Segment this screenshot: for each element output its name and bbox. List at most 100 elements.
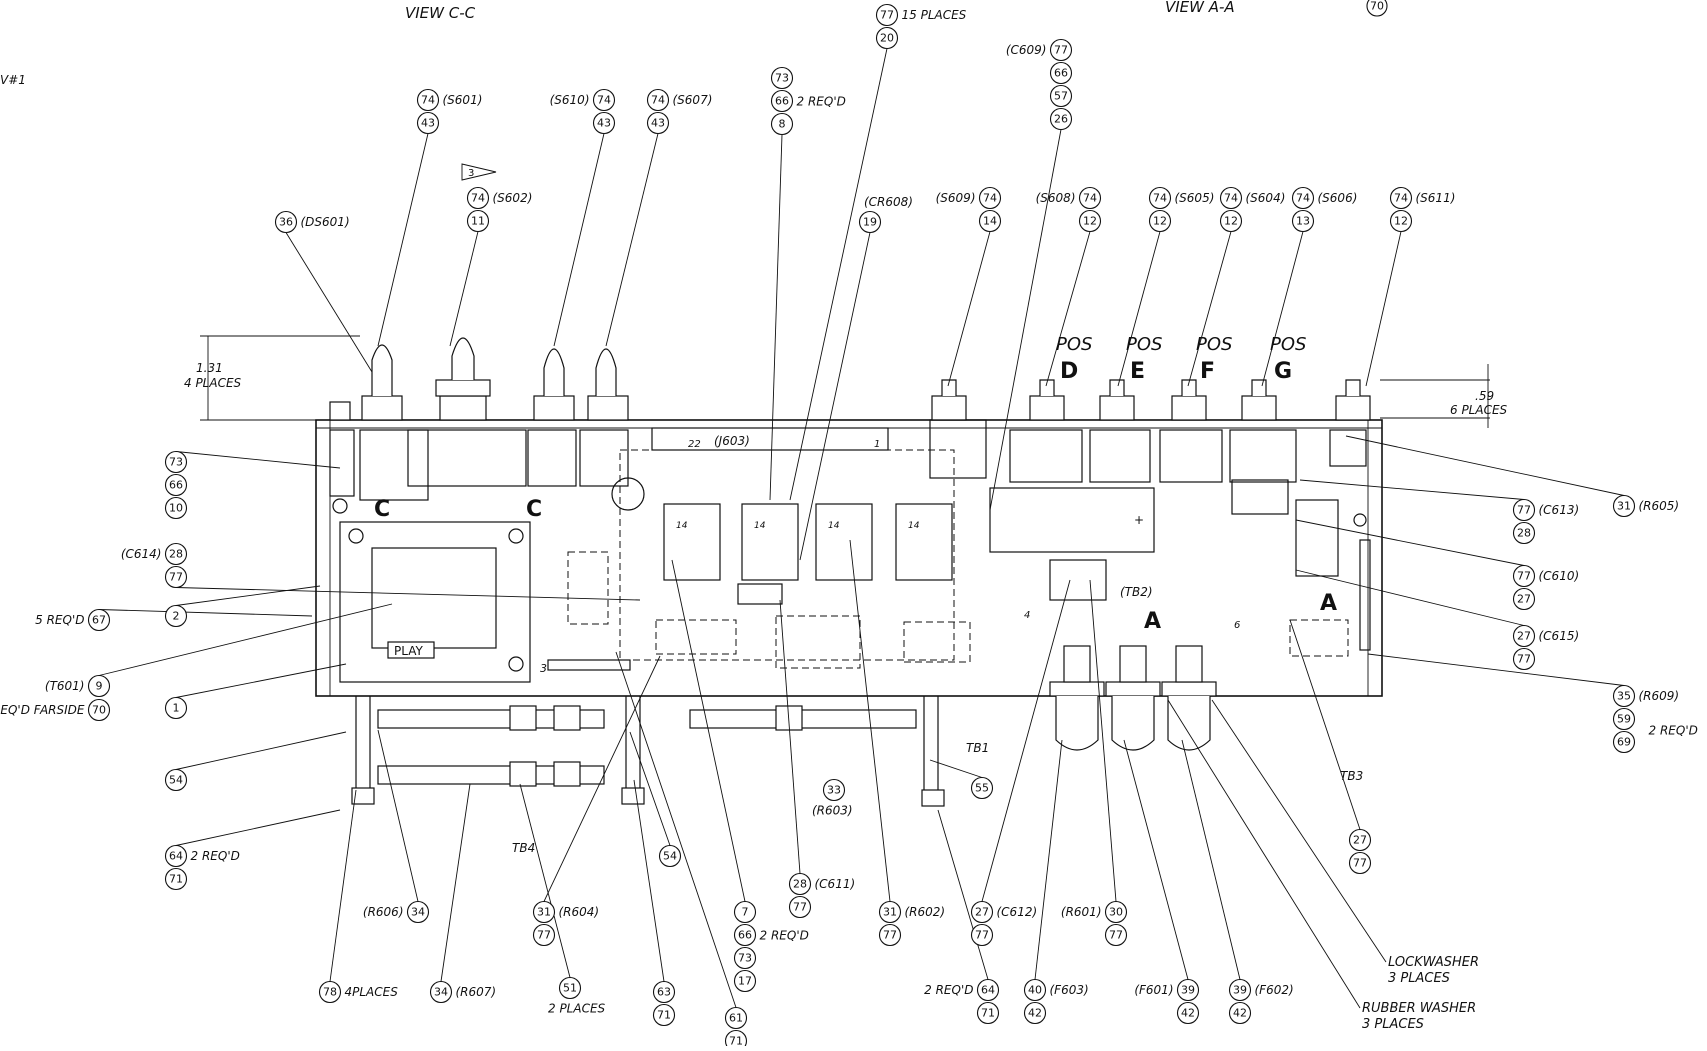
callout-number: 77	[975, 929, 989, 942]
callout-label: (CR608)	[864, 195, 913, 209]
callout-bubble	[1612, 707, 1636, 731]
dim-height-value: 1.31	[196, 361, 223, 375]
dim-height-note: 4 PLACES	[184, 376, 242, 390]
leader-line	[929, 759, 983, 778]
leader-line	[671, 559, 746, 902]
leader-line	[1261, 231, 1304, 387]
callout-number: 27	[1517, 593, 1531, 606]
callout-bubble	[164, 450, 188, 474]
leader-line	[629, 731, 671, 846]
plus-sign-icon: +	[1134, 513, 1144, 527]
note-flag-icon	[461, 163, 497, 181]
callout-bubble	[164, 768, 188, 792]
callout-bubble	[770, 112, 794, 136]
callout-number: 20	[880, 32, 894, 45]
callout-label: (S609)	[936, 191, 976, 205]
callout-number: 40	[1028, 984, 1042, 997]
leader-line	[1181, 739, 1241, 980]
callout-label: (S605)	[1175, 191, 1215, 205]
tb1-label: TB1	[966, 741, 989, 755]
callout-number: 74	[1394, 192, 1408, 205]
leader-lines	[98, 48, 1625, 1009]
callout-number: 42	[1233, 1007, 1247, 1020]
callout-number: 73	[775, 72, 789, 85]
callout-bubble	[1612, 494, 1636, 518]
leader-line	[1187, 231, 1232, 387]
callout-bubble	[429, 980, 453, 1004]
callout-label: (S607)	[673, 93, 713, 107]
callout-c21: 704REQ'D FARSIDE	[0, 698, 111, 722]
callout-bubble	[164, 604, 188, 628]
callout-bubble	[733, 969, 757, 993]
callout-number: 66	[738, 929, 752, 942]
callout-bubble	[976, 978, 1000, 1002]
callout-number: 77	[1517, 504, 1531, 517]
callout-bubble	[87, 698, 111, 722]
leader-line	[1034, 739, 1063, 980]
callout-label: 2 REQ'D	[191, 849, 240, 863]
callout-label: 2 PLACES	[548, 1002, 606, 1016]
leader-line	[789, 48, 888, 501]
callout-number: 67	[92, 614, 106, 627]
leader-line	[1299, 479, 1525, 500]
callout-number: 12	[1083, 215, 1097, 228]
callout-label: (T601)	[45, 679, 85, 693]
leader-line	[1345, 435, 1625, 496]
callout-number: 71	[729, 1035, 743, 1047]
callout-number: 77	[883, 929, 897, 942]
jack-housing	[1089, 429, 1151, 483]
resistor	[737, 583, 783, 605]
callout-bubble	[978, 186, 1002, 210]
callout-bubble	[1512, 587, 1536, 611]
callout-c30: 33 (R603)	[812, 778, 853, 818]
callout-label: (F601)	[1134, 983, 1173, 997]
callout-number: 2	[173, 610, 180, 623]
callout-label: (DS601)	[301, 215, 350, 229]
callout-extra: 2 REQ'D	[1649, 724, 1698, 738]
callout-bubble	[164, 844, 188, 868]
callout-number: 66	[775, 95, 789, 108]
leader-line	[1211, 699, 1387, 963]
leader-line	[329, 789, 357, 982]
callout-bubble	[1512, 498, 1536, 522]
callout-label: 4REQ'D FARSIDE	[0, 703, 85, 717]
callout-bubble	[875, 26, 899, 50]
callout-number: 77	[537, 929, 551, 942]
note-flag-number: 3	[468, 168, 474, 179]
callout-bubble	[976, 1001, 1000, 1025]
callout-label: (C614)	[121, 547, 162, 561]
grommet-icon	[611, 477, 645, 511]
callout-number: 69	[1617, 736, 1631, 749]
leader-line	[98, 609, 313, 617]
callout-number: 43	[651, 117, 665, 130]
callout-label: (R603)	[812, 804, 853, 818]
callout-bubble	[532, 923, 556, 947]
callout-label: (R605)	[1639, 499, 1680, 513]
terminal-3: 3	[540, 662, 547, 675]
screw-icon	[508, 656, 524, 672]
corner-note: V#1	[0, 73, 26, 87]
leader-line	[285, 232, 373, 373]
power-resistors	[351, 696, 945, 807]
callout-bubble	[1078, 209, 1102, 233]
callout-number: 73	[169, 456, 183, 469]
leader-line	[440, 783, 471, 982]
connector-label: (J603)	[714, 434, 750, 448]
callout-bubble	[646, 111, 670, 135]
callout-bubble	[1512, 647, 1536, 671]
callout-c31: 55	[970, 776, 994, 800]
callout-bubble	[164, 473, 188, 497]
callout-bubble	[416, 111, 440, 135]
callout-number: 33	[827, 784, 841, 797]
callout-bubble	[1049, 61, 1073, 85]
